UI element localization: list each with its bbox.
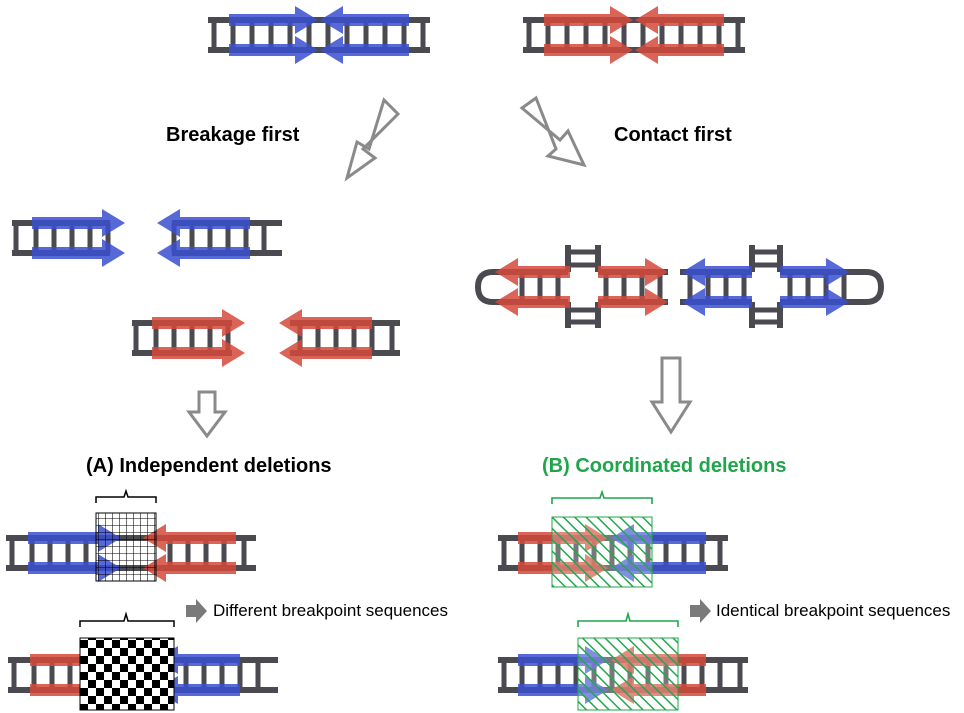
repeat-arrows — [229, 6, 409, 64]
grey-arrow-identical — [690, 599, 711, 623]
dna-b1-coordinated — [498, 516, 728, 588]
bracket-b2 — [577, 611, 679, 627]
label-coordinated-deletions: (B) Coordinated deletions — [542, 455, 787, 477]
bracket-a1 — [95, 488, 157, 503]
label-contact-first: Contact first — [614, 124, 732, 146]
hatched-deletion-region — [577, 637, 679, 711]
label-breakage-first: Breakage first — [166, 124, 300, 146]
dna-a1-grid-deletion — [6, 512, 256, 582]
dna-b2-coordinated — [498, 637, 748, 711]
bracket-a2 — [79, 611, 175, 627]
broken-red-right — [279, 309, 400, 367]
outline-arrow-down-right — [649, 356, 693, 435]
outline-arrow-contact — [519, 95, 587, 168]
grey-arrow-different — [186, 599, 207, 623]
broken-red-left — [132, 309, 245, 367]
broken-blue-right — [157, 209, 282, 267]
cruciform-blue — [680, 245, 885, 328]
repeat-arrows — [544, 6, 724, 64]
label-identical-breakpoints: Identical breakpoint sequences — [716, 601, 951, 620]
bracket-b1 — [551, 489, 653, 504]
broken-blue-left — [12, 209, 125, 267]
outline-arrow-breakage — [344, 97, 401, 182]
top-red-inverted-repeat — [523, 6, 745, 64]
label-independent-deletions: (A) Independent deletions — [86, 455, 332, 477]
hatched-deletion-region — [551, 516, 653, 588]
outline-arrow-down-left — [186, 390, 228, 439]
top-blue-inverted-repeat — [208, 6, 430, 64]
label-different-breakpoints: Different breakpoint sequences — [213, 601, 449, 620]
cruciform-red — [474, 245, 668, 328]
grid-deletion-region — [95, 512, 157, 582]
dna-a2-checker-deletion — [8, 637, 278, 711]
